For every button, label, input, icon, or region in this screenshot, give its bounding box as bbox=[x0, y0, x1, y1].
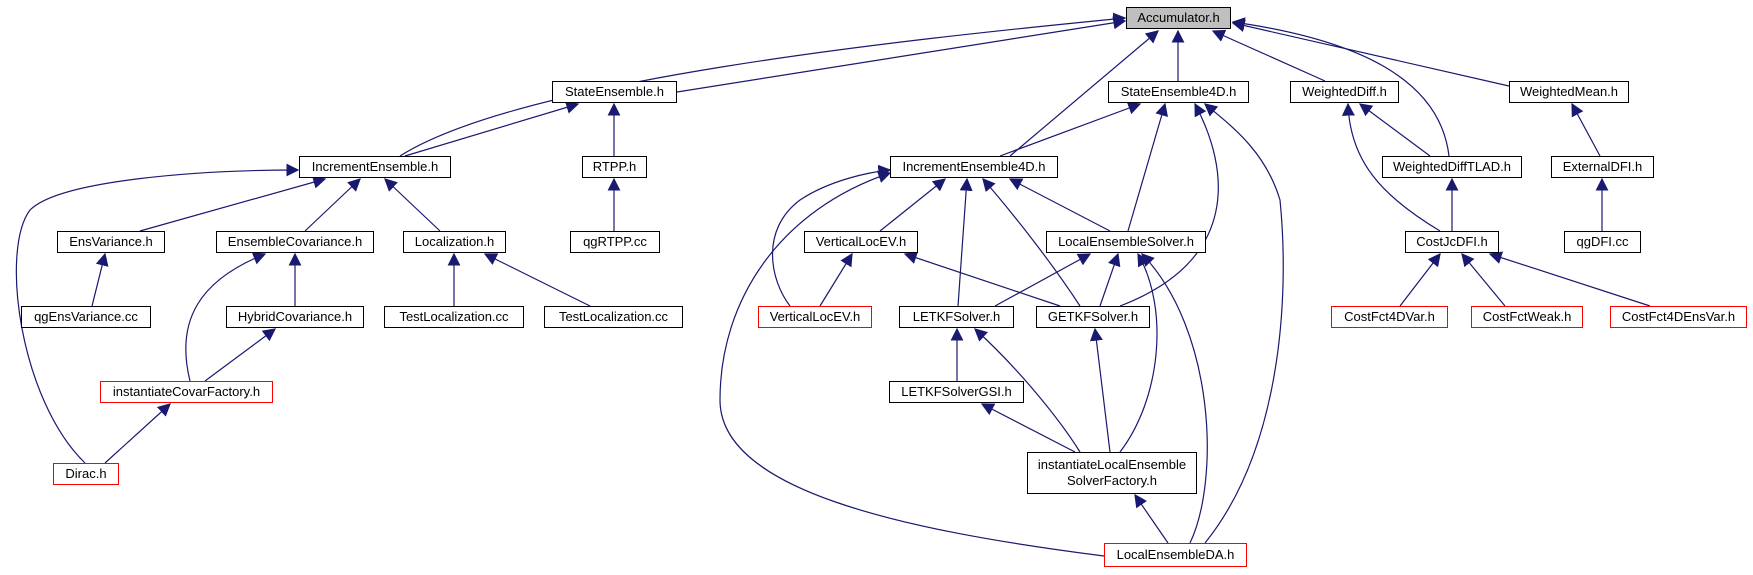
edge-qgensvariance-to-ensvariance bbox=[91, 252, 109, 307]
edge-verticallocevred-to-incrementensemble4d bbox=[771, 164, 892, 307]
node-localensemblesolver-h[interactable]: LocalEnsembleSolver.h bbox=[1046, 231, 1206, 253]
node-weightedmean-h[interactable]: WeightedMean.h bbox=[1509, 81, 1629, 103]
node-localization-h[interactable]: Localization.h bbox=[403, 231, 506, 253]
node-incrementensemble-h[interactable]: IncrementEnsemble.h bbox=[299, 156, 451, 178]
edge-instlesf-to-letkfsolvergsi bbox=[980, 403, 1076, 453]
edge-letkfsolver-to-localensemblesolver bbox=[994, 253, 1092, 307]
edge-letkfsolver-to-incrementensemble4d bbox=[957, 177, 973, 307]
node-externaldfi-h[interactable]: ExternalDFI.h bbox=[1551, 156, 1654, 178]
edge-verticallocevred-to-verticallocev bbox=[819, 252, 853, 307]
edge-weighteddifftlad-to-weighteddiff bbox=[1358, 103, 1431, 157]
node-weighteddiff-h[interactable]: WeightedDiff.h bbox=[1290, 81, 1399, 103]
edge-costfctweak-to-costjcdfi bbox=[1461, 252, 1506, 307]
edge-instlesf-to-letkfsolver bbox=[974, 328, 1081, 453]
node-letkfsolver-h[interactable]: LETKFSolver.h bbox=[899, 306, 1014, 328]
edge-ensvariance-to-incrementensemble bbox=[139, 175, 327, 232]
node-getkfsolver-h[interactable]: GETKFSolver.h bbox=[1036, 306, 1150, 328]
node-testlocalization-cc-1[interactable]: TestLocalization.cc bbox=[384, 306, 524, 328]
node-stateensemble4d-h[interactable]: StateEnsemble4D.h bbox=[1108, 81, 1249, 103]
edge-instantiatecovarfactory-to-ensemblecovariance bbox=[185, 252, 267, 382]
edge-instantiatecovarfactory-to-hybridcovariance bbox=[204, 328, 277, 382]
node-costfct4densvar-h[interactable]: CostFct4DEnsVar.h bbox=[1610, 306, 1747, 328]
edge-weighteddiff-to-accumulator bbox=[1211, 29, 1326, 82]
node-ensvariance-h[interactable]: EnsVariance.h bbox=[57, 231, 165, 253]
node-stateensemble-h[interactable]: StateEnsemble.h bbox=[552, 81, 677, 103]
edge-getkfsolver-to-verticallocev bbox=[903, 251, 1061, 307]
node-hybridcovariance-h[interactable]: HybridCovariance.h bbox=[226, 306, 364, 328]
edge-costfct4dvar-to-costjcdfi bbox=[1399, 252, 1441, 307]
node-testlocalization-cc-2[interactable]: TestLocalization.cc bbox=[544, 306, 683, 328]
node-qgdfi-cc[interactable]: qgDFI.cc bbox=[1564, 231, 1641, 253]
node-incrementensemble4d-h[interactable]: IncrementEnsemble4D.h bbox=[890, 156, 1058, 178]
edge-weightedmean-to-accumulator bbox=[1231, 19, 1510, 87]
node-dirac-h[interactable]: Dirac.h bbox=[53, 463, 119, 485]
edge-stateensemble-to-accumulator bbox=[676, 16, 1127, 93]
edge-localensembleda-to-incrementensemble4d bbox=[719, 170, 1105, 557]
node-qgensvariance-cc[interactable]: qgEnsVariance.cc bbox=[21, 306, 151, 328]
node-costfctweak-h[interactable]: CostFctWeak.h bbox=[1471, 306, 1583, 328]
edge-incrementensemble-to-accumulator bbox=[399, 12, 1127, 157]
edge-localensembleda-to-instlesf bbox=[1134, 493, 1169, 544]
edge-costjcdfi-to-weighteddiff bbox=[1341, 102, 1441, 232]
edge-localensemblesolver-to-stateensemble4d bbox=[1127, 102, 1168, 232]
edge-costfct4densvar-to-costjcdfi bbox=[1488, 251, 1651, 307]
edge-incrementensemble4d-to-stateensemble4d bbox=[999, 101, 1142, 157]
edge-dirac-to-instantiatecovarfactory bbox=[104, 403, 171, 464]
node-letkfsolvergsi-h[interactable]: LETKFSolverGSI.h bbox=[889, 381, 1024, 403]
edge-verticallocev-to-incrementensemble4d bbox=[879, 178, 947, 232]
edge-weighteddifftlad-to-accumulator bbox=[1231, 17, 1450, 157]
node-ensemblecovariance-h[interactable]: EnsembleCovariance.h bbox=[216, 231, 374, 253]
edge-incrementensemble4d-to-accumulator bbox=[1009, 30, 1159, 157]
edge-getkfsolver-to-incrementensemble4d bbox=[982, 178, 1081, 307]
edge-instlesf-to-getkfsolver bbox=[1089, 327, 1111, 453]
edge-localensemblesolver-to-incrementensemble4d bbox=[1008, 178, 1111, 232]
edge-localensembleda-to-stateensemble4d bbox=[1204, 103, 1284, 544]
edge-getkfsolver-to-stateensemble4d bbox=[1119, 102, 1219, 307]
edge-getkfsolver-to-localensemblesolver bbox=[1099, 252, 1121, 307]
edge-incrementensemble-to-stateensemble bbox=[404, 101, 580, 157]
edge-ensemblecovariance-to-incrementensemble bbox=[304, 178, 361, 232]
edge-dirac-to-incrementensemble bbox=[15, 163, 300, 464]
edge-testlocalization2-to-localization bbox=[483, 253, 591, 307]
node-verticallocev-h[interactable]: VerticalLocEV.h bbox=[804, 231, 918, 253]
node-verticallocev-h-truncated[interactable]: VerticalLocEV.h bbox=[758, 306, 872, 328]
node-costfct4dvar-h[interactable]: CostFct4DVar.h bbox=[1331, 306, 1448, 328]
edge-externaldfi-to-weightedmean bbox=[1571, 102, 1601, 157]
node-weighteddifftlad-h[interactable]: WeightedDiffTLAD.h bbox=[1382, 156, 1522, 178]
node-instantiatecovarfactory-h[interactable]: instantiateCovarFactory.h bbox=[100, 381, 273, 403]
node-instantiatelocalensemblesolverfactory-h[interactable]: instantiateLocalEnsemble SolverFactory.h bbox=[1027, 452, 1197, 494]
edge-instlesf-to-localensemblesolver bbox=[1119, 252, 1158, 453]
node-qgrtpp-cc[interactable]: qgRTPP.cc bbox=[570, 231, 660, 253]
node-accumulator-h[interactable]: Accumulator.h bbox=[1126, 7, 1231, 29]
edge-localization-to-incrementensemble bbox=[384, 178, 441, 232]
node-rtpp-h[interactable]: RTPP.h bbox=[582, 156, 647, 178]
node-localensembleda-h[interactable]: LocalEnsembleDA.h bbox=[1104, 543, 1247, 567]
edge-localensembleda-to-localensemblesolver bbox=[1141, 253, 1208, 544]
node-costjcdfi-h[interactable]: CostJcDFI.h bbox=[1405, 231, 1499, 253]
